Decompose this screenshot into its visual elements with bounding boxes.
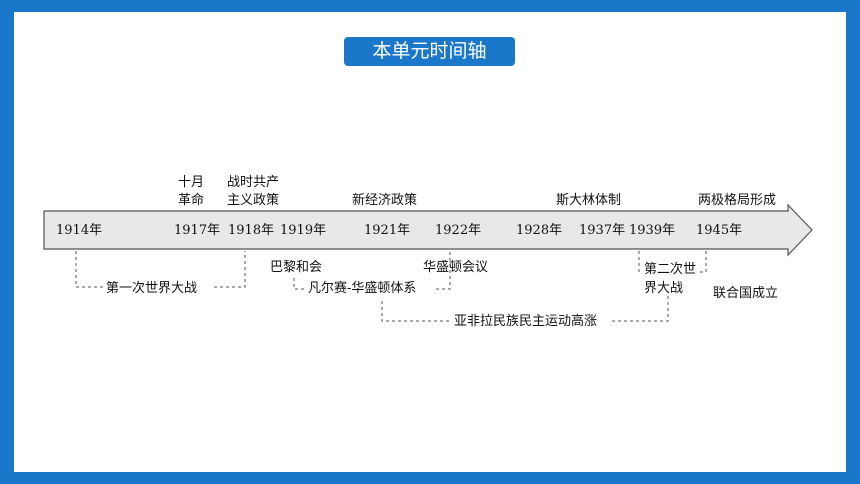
event-war-communism-line2: 主义政策 <box>227 192 279 208</box>
event-national-democratic-movement: 亚非拉民族民主运动高涨 <box>454 313 597 329</box>
year-1945: 1945年 <box>696 223 742 238</box>
event-ww2-line2: 界大战 <box>644 281 683 296</box>
event-bipolar-pattern: 两极格局形成 <box>698 192 776 208</box>
event-ww1: 第一次世界大战 <box>106 280 197 296</box>
bracket-versailles <box>293 251 451 290</box>
event-october-revolution-line2: 革命 <box>178 192 204 208</box>
event-washington-conference: 华盛顿会议 <box>423 260 488 275</box>
event-new-economic-policy: 新经济政策 <box>352 192 417 208</box>
page-title: 本单元时间轴 <box>344 37 515 66</box>
year-1914: 1914年 <box>56 223 102 238</box>
bracket-ww1 <box>75 251 246 288</box>
event-war-communism-line1: 战时共产 <box>227 175 279 190</box>
year-1928: 1928年 <box>516 223 562 238</box>
event-paris-conference: 巴黎和会 <box>270 260 322 275</box>
event-stalin-system: 斯大林体制 <box>556 193 621 208</box>
year-1919: 1919年 <box>280 223 326 238</box>
year-1939: 1939年 <box>629 223 675 238</box>
year-1937: 1937年 <box>579 223 625 238</box>
year-1917: 1917年 <box>174 223 220 238</box>
event-un-founded: 联合国成立 <box>713 286 778 301</box>
timeline-arrow <box>43 203 813 257</box>
year-1922: 1922年 <box>435 223 481 238</box>
year-1921: 1921年 <box>364 223 410 238</box>
year-1918: 1918年 <box>228 223 274 238</box>
bracket-national-movement <box>381 296 669 322</box>
event-october-revolution-line1: 十月 <box>178 175 204 190</box>
event-ww2-line1: 第二次世 <box>644 261 696 277</box>
event-versailles-washington-system: 凡尔赛-华盛顿体系 <box>308 280 416 296</box>
bracket-ww2 <box>638 251 707 273</box>
